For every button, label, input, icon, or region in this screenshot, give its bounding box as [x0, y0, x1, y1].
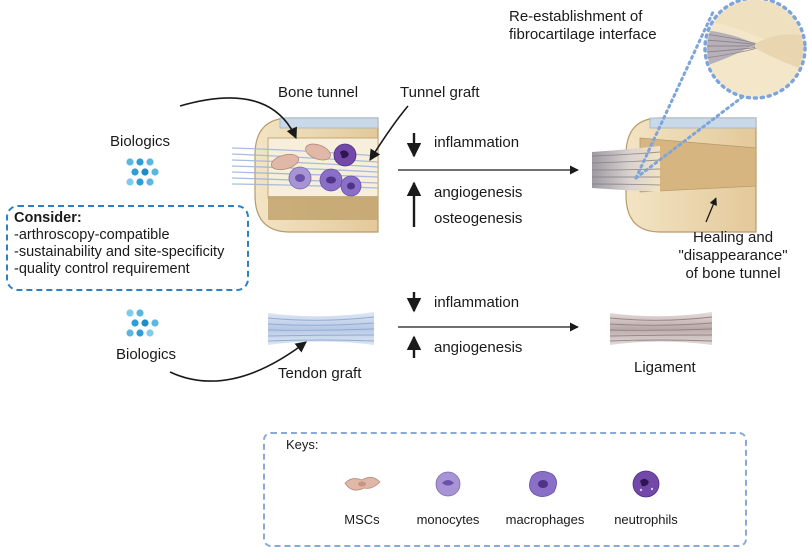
biologics-to-tunnel-arrow	[179, 97, 297, 140]
angiogenesis-label-bottom: angiogenesis	[434, 339, 523, 356]
healing-label-line1: Healing and	[692, 229, 774, 246]
biologics-dots-bottom	[126, 309, 159, 337]
inflammation-label-top: inflammation	[434, 134, 520, 151]
key-label-macrophages: macrophages	[505, 512, 585, 527]
consider-item: -quality control requirement	[14, 261, 190, 277]
neutrophil-key-icon	[632, 470, 660, 498]
key-label-neutrophils: neutrophils	[614, 512, 678, 527]
healing-label-line2: "disappearance"	[678, 247, 788, 264]
consider-title: Consider:	[14, 210, 82, 226]
reestablishment-label-line1: Re-establishment of	[509, 8, 643, 25]
healing-label-line3: of bone tunnel	[685, 265, 781, 282]
tunnel-graft-pointer-arrow	[369, 105, 409, 161]
keys-legend	[263, 432, 747, 547]
macrophage-key-icon	[529, 471, 557, 497]
key-label-mscs: MSCs	[344, 512, 380, 527]
biologics-to-tendon-arrow	[169, 341, 307, 382]
tendon-graft-label: Tendon graft	[278, 365, 362, 382]
bone-tunnel-label: Bone tunnel	[278, 84, 359, 101]
reestablishment-label-line2: fibrocartilage interface	[509, 26, 657, 43]
biologics-label-bottom: Biologics	[116, 346, 177, 363]
biologics-dots-top	[126, 158, 159, 186]
healed-bone-graphic	[591, 117, 757, 233]
consider-item: -sustainability and site-specificity	[14, 244, 225, 260]
consider-box: Consider: -arthroscopy-compatible -susta…	[6, 205, 249, 291]
ligament-graphic	[609, 312, 713, 345]
monocyte-key-icon	[435, 471, 461, 497]
consider-item: -arthroscopy-compatible	[14, 227, 170, 243]
tendon-graft-graphic	[267, 312, 375, 345]
angiogenesis-label-top: angiogenesis	[434, 184, 523, 201]
inflammation-label-bottom: inflammation	[434, 294, 520, 311]
cells-cluster	[270, 143, 362, 197]
ligament-label: Ligament	[634, 359, 696, 376]
key-label-monocytes: monocytes	[416, 512, 480, 527]
zoom-inset	[634, 0, 807, 180]
msc-key-icon	[344, 477, 381, 491]
biologics-label-top: Biologics	[110, 133, 171, 150]
osteogenesis-label: osteogenesis	[434, 210, 523, 227]
keys-title: Keys:	[286, 437, 319, 452]
tunnel-graft-label: Tunnel graft	[400, 84, 480, 101]
healing-pointer-arrow	[705, 197, 717, 223]
